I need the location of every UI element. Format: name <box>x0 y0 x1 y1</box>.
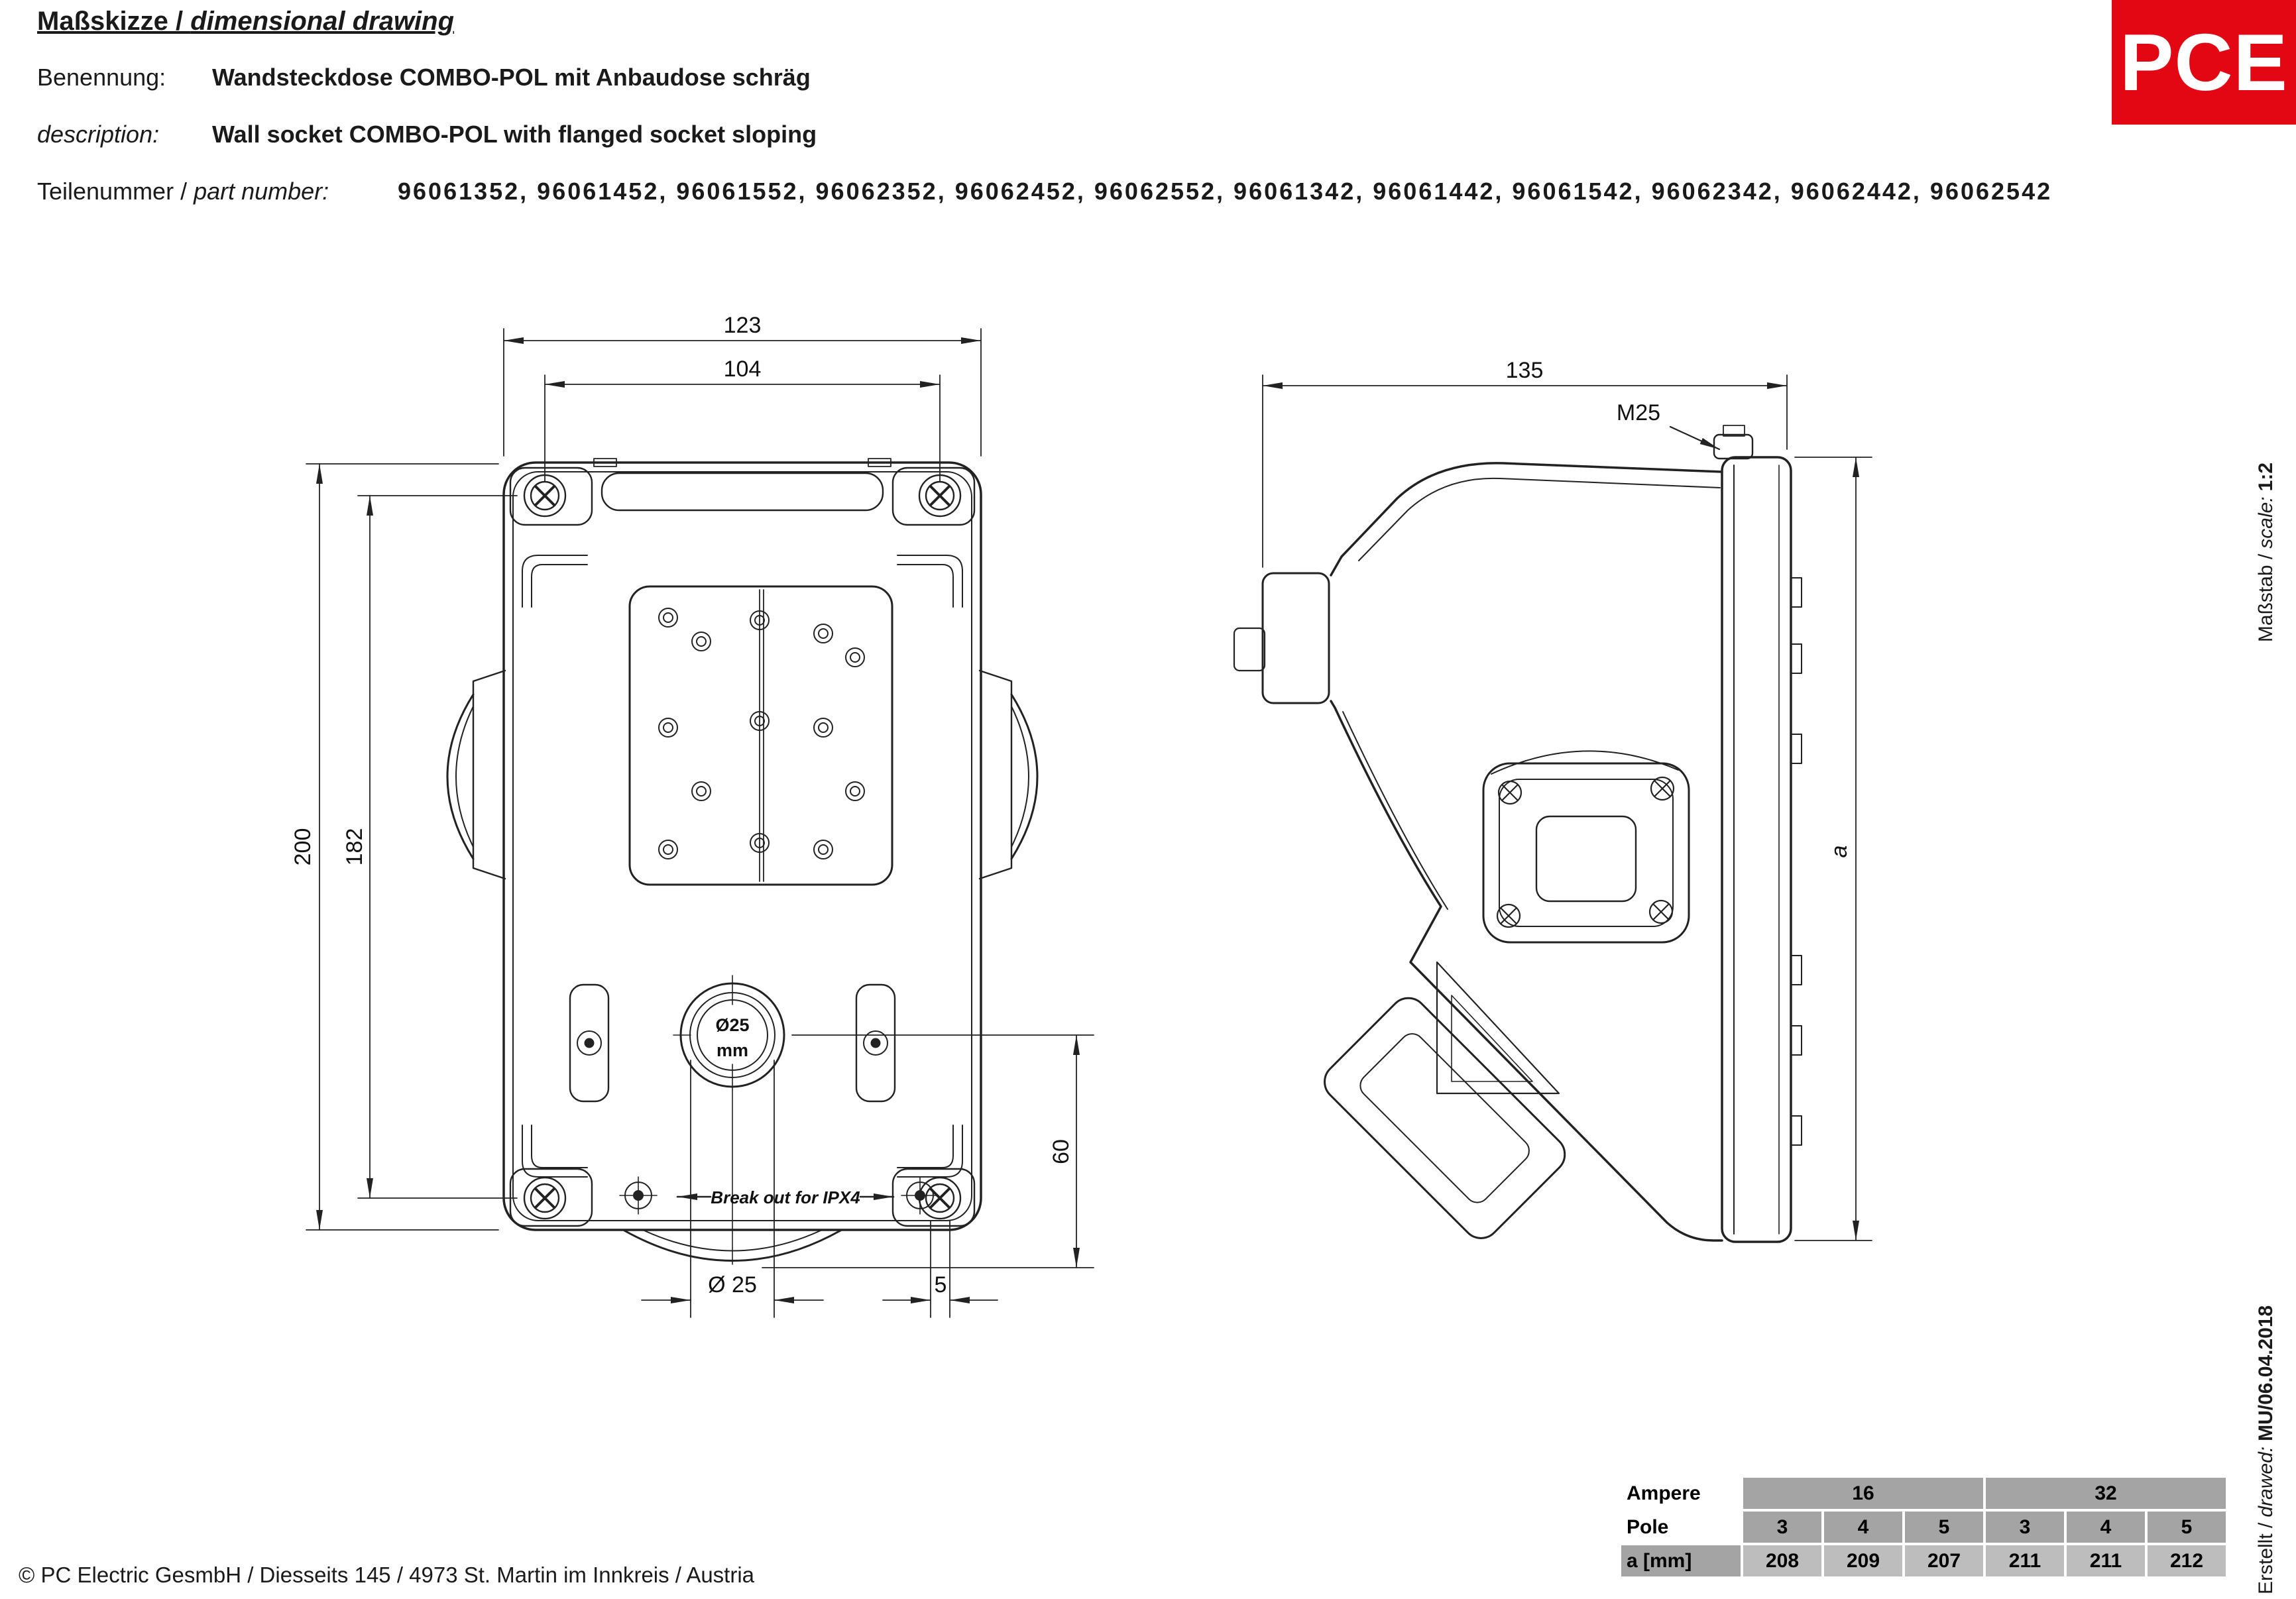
knockout-label-line2: mm <box>717 1040 748 1060</box>
front-view-drawing: 123 104 200 182 60 Ø 25 5 Ø25 mm Break o… <box>290 313 1094 1318</box>
benennung-label: Benennung: <box>37 64 166 91</box>
pole-cell: 4 <box>1824 1512 1902 1543</box>
sloped-socket <box>1324 961 1566 1239</box>
a-mm-cell: 209 <box>1824 1545 1902 1576</box>
socket-face <box>1482 750 1690 944</box>
dim-hole-spacing-v: 182 <box>342 828 367 866</box>
a-mm-cell: 208 <box>1743 1545 1821 1576</box>
dim-knockout-offset: 60 <box>1049 1139 1074 1164</box>
pole-cell: 3 <box>1743 1512 1821 1543</box>
a-mm-cell: 211 <box>1986 1545 2064 1576</box>
clamp-slots <box>569 983 896 1103</box>
created-label-de: Erstellt / <box>2255 1522 2277 1594</box>
part-number-label: Teilenummer / part number: <box>37 178 329 205</box>
title-block-vertical: Erstellt / drawed: MU/06.04.2018 Maßstab /… <box>2255 457 2277 1594</box>
breakout-note: Break out for IPX4 <box>711 1187 860 1207</box>
dim-hole-spacing-h: 104 <box>724 357 762 382</box>
description-label: description: <box>37 121 160 148</box>
page-title-en: dimensional drawing <box>190 7 455 36</box>
a-mm-cell: 211 <box>2067 1545 2145 1576</box>
housing-profile <box>1233 462 1723 1242</box>
row-label-ampere: Ampere <box>1627 1482 1701 1504</box>
dim-tab: 5 <box>935 1272 947 1297</box>
created-value: MU/06.04.2018 <box>2255 1305 2277 1441</box>
knockout-circle <box>673 975 785 1265</box>
inlet-latch <box>1233 627 1266 672</box>
scale-value: 1:2 <box>2255 463 2277 492</box>
back-plate <box>1713 425 1802 1243</box>
dim-knockout-dia: Ø 25 <box>708 1272 757 1297</box>
ampere-32: 32 <box>1986 1478 2226 1509</box>
pole-cell: 5 <box>2148 1512 2226 1543</box>
gland-thread-label: M25 <box>1617 400 1660 425</box>
mounting-plate <box>628 585 893 886</box>
table-row-a-mm: a [mm] 208 209 207 211 211 212 <box>1621 1545 2226 1576</box>
side-dimension-lines <box>1262 374 1872 1241</box>
ampere-16: 16 <box>1743 1478 1983 1509</box>
page-title: Maßskizze / dimensional drawing <box>37 7 454 36</box>
pole-cell: 4 <box>2067 1512 2145 1543</box>
pole-cell: 5 <box>1905 1512 1983 1543</box>
dim-total-width: 123 <box>724 313 762 338</box>
created-label-en: drawed: <box>2255 1446 2277 1517</box>
corner-bracket-lines <box>522 555 963 1178</box>
part-number-value: 96061352, 96061452, 96061552, 96062352, … <box>398 178 2053 205</box>
cable-gland <box>1713 433 1754 460</box>
side-view-drawing: 135 M25 a <box>1233 358 1872 1243</box>
pole-cell: 3 <box>1986 1512 2064 1543</box>
dim-depth: 135 <box>1506 358 1544 383</box>
face-screws <box>1496 776 1675 928</box>
created-info: Erstellt / drawed: MU/06.04.2018 <box>2255 1300 2277 1594</box>
page-title-de: Maßskizze / <box>37 7 191 36</box>
pce-logo: PCE <box>2112 0 2296 125</box>
scale-label-de: Maßstab / <box>2255 553 2277 643</box>
inlet-flange <box>1261 572 1330 704</box>
knockout-label-line1: Ø25 <box>715 1015 749 1035</box>
table-row-pole: Pole 3 4 5 3 4 5 <box>1621 1512 2226 1543</box>
part-number-label-en: part number: <box>194 178 329 205</box>
scale-label-en: scale: <box>2255 496 2277 549</box>
front-dimension-lines <box>306 328 1094 1318</box>
row-label-a-mm: a [mm] <box>1621 1545 1741 1576</box>
plate-screw-holes <box>658 608 865 859</box>
side-flanges <box>446 669 1039 880</box>
breakout-targets <box>619 1176 939 1215</box>
row-label-pole: Pole <box>1627 1516 1669 1538</box>
benennung-value: Wandsteckdose COMBO-POL mit Anbaudose sc… <box>212 64 811 91</box>
part-number-label-de: Teilenummer / <box>37 178 194 205</box>
table-row-ampere: Ampere 16 32 <box>1621 1478 2226 1509</box>
description-value: Wall socket COMBO-POL with flanged socke… <box>212 121 817 148</box>
socket-body-outline <box>502 458 982 1231</box>
a-mm-cell: 212 <box>2148 1545 2226 1576</box>
ampere-pole-table: Ampere 16 32 Pole 3 4 5 3 4 5 a [mm] 208… <box>1619 1475 2228 1579</box>
dim-total-height: 200 <box>290 828 316 866</box>
dim-height-a: a <box>1827 846 1852 858</box>
bottom-socket-arc <box>623 1229 842 1262</box>
scale-info: Maßstab / scale: 1:2 <box>2255 457 2277 642</box>
copyright-line: © PC Electric GesmbH / Diesseits 145 / 4… <box>19 1563 755 1587</box>
pce-logo-text: PCE <box>2120 17 2288 107</box>
a-mm-cell: 207 <box>1905 1545 1983 1576</box>
